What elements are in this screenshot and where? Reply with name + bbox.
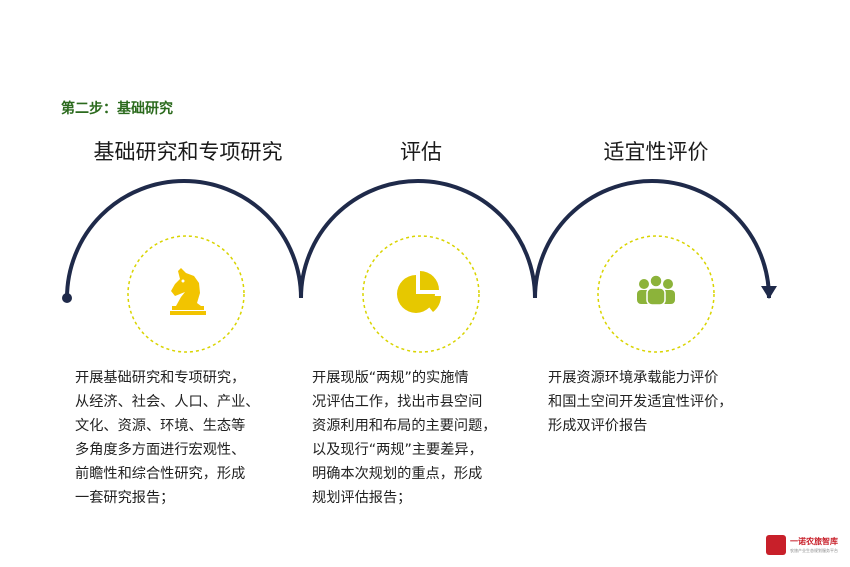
description-line: 前瞻性和综合性研究，形成 <box>75 466 246 482</box>
flow-arc <box>65 179 771 299</box>
description-line: 多角度多方面进行宏观性、 <box>75 442 246 458</box>
icon-ring-3 <box>597 235 715 353</box>
description-line: 开展基础研究和专项研究， <box>75 370 246 386</box>
icon-ring-2 <box>362 235 480 353</box>
logo-subtitle: 农旅产业生态规划服务平台 <box>790 548 838 553</box>
description-line: 文化、资源、环境、生态等 <box>75 418 246 434</box>
description-evaluation: 开展现版“两规”的实施情 况评估工作，找出市县空间 资源利用和布局的主要问题， … <box>312 366 537 510</box>
logo-mark-icon <box>766 535 786 555</box>
column-title-research: 基础研究和专项研究 <box>93 140 283 164</box>
description-line: 以及现行“两规”主要差异， <box>312 442 483 458</box>
logo-name: 一诺农旅智库 <box>790 537 838 546</box>
description-line: 开展资源环境承载能力评价 <box>548 370 719 386</box>
column-title-evaluation: 评估 <box>400 140 442 164</box>
description-line: 规划评估报告； <box>312 490 412 506</box>
description-line: 一套研究报告； <box>75 490 175 506</box>
flow-start-dot <box>62 293 72 303</box>
icon-ring-1 <box>127 235 245 353</box>
step-title: 第二步：基础研究 <box>61 101 173 117</box>
description-line: 开展现版“两规”的实施情 <box>312 370 469 386</box>
brand-logo: 一诺农旅智库 农旅产业生态规划服务平台 <box>766 535 846 559</box>
flow-arrowhead <box>761 286 777 299</box>
pie-chart-icon <box>397 271 441 313</box>
description-suitability: 开展资源环境承载能力评价 和国土空间开发适宜性评价， 形成双评价报告 <box>548 366 773 438</box>
description-line: 和国土空间开发适宜性评价， <box>548 394 733 410</box>
description-line: 明确本次规划的重点，形成 <box>312 466 483 482</box>
description-line: 形成双评价报告 <box>548 418 648 434</box>
description-research: 开展基础研究和专项研究， 从经济、社会、人口、产业、 文化、资源、环境、生态等 … <box>75 366 300 510</box>
chess-knight-icon <box>170 268 206 315</box>
description-line: 从经济、社会、人口、产业、 <box>75 394 260 410</box>
description-line: 资源利用和布局的主要问题， <box>312 418 497 434</box>
people-group-icon <box>637 274 675 306</box>
description-line: 况评估工作，找出市县空间 <box>312 394 483 410</box>
column-title-suitability: 适宜性评价 <box>603 140 709 164</box>
